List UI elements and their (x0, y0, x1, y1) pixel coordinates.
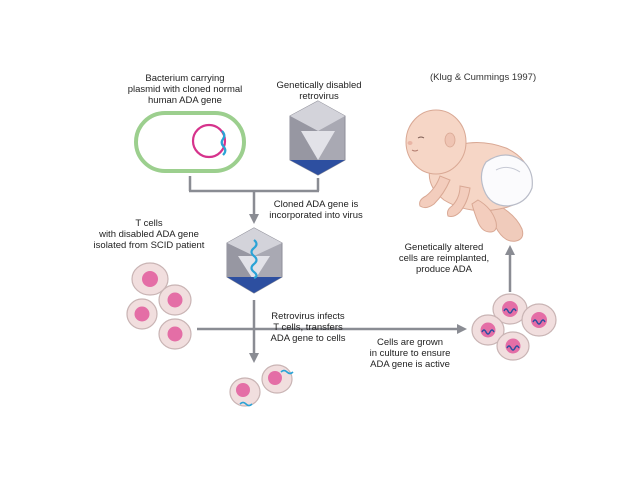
label-retrovirus: Genetically disabled retrovirus (276, 80, 362, 102)
t-cell (158, 284, 192, 316)
ada-gene-insert (250, 239, 258, 280)
ada-gene-segment (220, 130, 227, 156)
altered-cell (496, 331, 530, 361)
bacterium-icon (134, 111, 246, 173)
t-cell (131, 262, 169, 296)
recombinant-virus-icon (226, 227, 283, 294)
altered-cell (521, 303, 557, 337)
altered-cell (471, 314, 505, 346)
merge-connector (188, 176, 320, 224)
label-bacterium: Bacterium carrying plasmid with cloned n… (127, 73, 243, 106)
t-cell (158, 318, 192, 350)
t-cell (126, 298, 158, 330)
label-reimplanted: Genetically altered cells are reimplante… (398, 242, 490, 275)
label-cloned-gene: Cloned ADA gene is incorporated into vir… (269, 199, 363, 221)
label-retrovirus-infects: Retrovirus infects T cells, transfers AD… (270, 311, 346, 344)
retrovirus-icon (289, 100, 346, 176)
infected-cell (229, 377, 261, 407)
flow-arrows (197, 245, 515, 363)
patient-t-cells (126, 262, 192, 350)
citation: (Klug & Cummings 1997) (430, 72, 537, 83)
altered-cells (471, 293, 557, 361)
infected-t-cells (229, 364, 294, 407)
infected-cell (261, 364, 294, 394)
label-cells-grown: Cells are grown in culture to ensure ADA… (369, 337, 451, 370)
label-t-cells: T cells with disabled ADA gene isolated … (93, 218, 205, 251)
baby-icon (405, 109, 533, 242)
plasmid-icon (191, 123, 227, 159)
